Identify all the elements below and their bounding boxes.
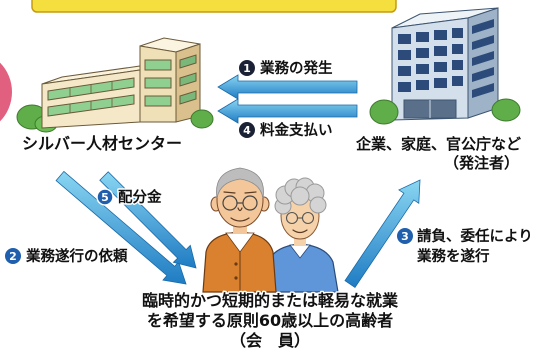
members-caption-line3: （会 員）	[230, 331, 310, 350]
step-2-label: 業務遂行の依頼	[25, 247, 128, 265]
step-2: 2 業務遂行の依頼	[5, 246, 129, 267]
title-banner	[31, 0, 397, 13]
step-3-badge	[397, 228, 413, 244]
members-caption-line2: を希望する原則60歳以上の高齢者	[147, 311, 393, 330]
step-4: 4 料金支払い	[239, 120, 334, 141]
arrow-fee-payment	[217, 98, 358, 124]
step-5-label: 配分金	[118, 188, 162, 206]
step-5: 5 配分金	[96, 187, 163, 208]
step-4-number: 4	[243, 124, 251, 137]
client-sub-label: （発注者）	[444, 154, 519, 172]
step-1-label: 業務の発生	[259, 59, 333, 77]
step-1: 1 業務の発生	[239, 58, 334, 79]
step-4-label: 料金支払い	[260, 121, 333, 139]
step-2-number: 2	[9, 250, 17, 263]
step-3-label-line2: 業務を遂行	[416, 247, 490, 265]
silver-center-building-icon	[16, 37, 214, 133]
arrow-work-request	[55, 170, 187, 285]
accent-circle	[0, 62, 12, 122]
step-3-label-line1: 請負、委任により	[417, 227, 533, 245]
step-5-badge	[96, 188, 114, 206]
arrow-distribution	[99, 171, 197, 269]
arrow-business-occurrence	[217, 74, 358, 100]
elderly-couple-illustration	[202, 167, 339, 293]
step-1-number: 1	[243, 62, 251, 75]
step-2-badge	[5, 248, 21, 264]
client-label: 企業、家庭、官公庁など	[355, 135, 521, 153]
client-building-icon	[369, 7, 521, 125]
arrow-work-execution	[344, 179, 421, 288]
step-1-badge	[239, 60, 255, 76]
elderly-woman-figure	[263, 177, 339, 293]
step-3-number: 3	[401, 230, 409, 243]
step-3: 3 請負、委任により 業務を遂行	[397, 226, 534, 267]
members-caption-line1: 臨時的かつ短期的または軽易な就業	[142, 291, 399, 310]
elderly-man-figure	[202, 167, 277, 293]
silver-center-label: シルバー人材センター	[22, 134, 182, 153]
step-4-badge	[239, 122, 255, 138]
step-5-number: 5	[101, 191, 109, 204]
